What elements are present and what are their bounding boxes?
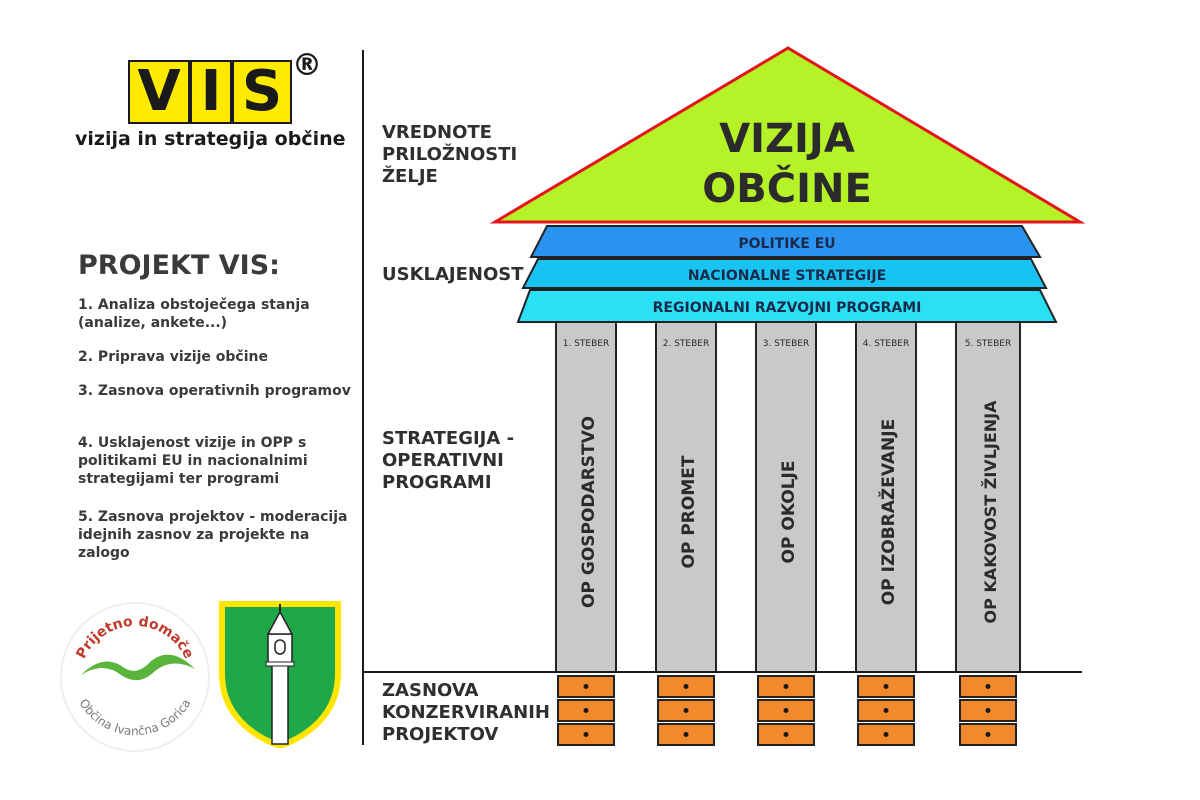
pillar-3-name: OP OKOLJE <box>779 461 799 564</box>
layer-regionalni-programi <box>516 289 1058 323</box>
hills-icon <box>81 654 195 681</box>
roof <box>489 46 1086 224</box>
drawer-knob-icon <box>683 732 689 737</box>
roof-title-line1: VIZIJA <box>719 116 855 162</box>
prijetno-domace-badge: Prijetno domače Občina Ivančna Gorica <box>60 602 210 752</box>
label-strategija: STRATEGIJA - OPERATIVNI PROGRAMI <box>382 428 515 493</box>
pillar-1-name: OP GOSPODARSTVO <box>579 416 599 608</box>
logo-subtitle: vizija in strategija občine <box>75 128 346 150</box>
drawer-knob-icon <box>583 708 589 713</box>
drawer-knob-icon <box>683 708 689 713</box>
project-drawers <box>557 675 1017 746</box>
layer-nacionalne-strategije <box>521 258 1048 289</box>
pillar-4: 4. STEBER OP IZOBRAŽEVANJE <box>855 321 917 673</box>
project-item-4: 4. Usklajenost vizije in OPP s politikam… <box>78 435 308 487</box>
label-usklajenost: USKLAJENOST <box>382 264 524 285</box>
project-title: PROJEKT VIS: <box>78 250 280 281</box>
tower-icon <box>265 604 295 745</box>
drawer-knob-icon <box>783 732 789 737</box>
drawer-knob-icon <box>583 684 589 689</box>
layer-politike-eu-label: POLITIKE EU <box>738 236 835 252</box>
pillar-5-name: OP KAKOVOST ŽIVLJENJA <box>981 400 1000 624</box>
project-item-3: 3. Zasnova operativnih programov <box>78 383 351 399</box>
drawer-knob-icon <box>883 684 889 689</box>
pillar-2-tag: 2. STEBER <box>663 339 709 349</box>
pillar-4-tag: 4. STEBER <box>863 339 909 349</box>
municipal-crest-icon <box>219 601 341 748</box>
layer-regionalni-programi-label: REGIONALNI RAZVOJNI PROGRAMI <box>653 300 922 316</box>
label-vrednote: VREDNOTE PRILOŽNOSTI ŽELJE <box>382 122 518 187</box>
pillar-2-name: OP PROMET <box>679 455 699 568</box>
drawer-knob-icon <box>985 732 991 737</box>
layer-nacionalne-strategije-label: NACIONALNE STRATEGIJE <box>688 268 886 284</box>
drawer-knob-icon <box>883 732 889 737</box>
project-item-2: 2. Priprava vizije občine <box>78 349 268 365</box>
pillar-2: 2. STEBER OP PROMET <box>655 321 717 673</box>
pillar-5-tag: 5. STEBER <box>965 339 1011 349</box>
drawer-knob-icon <box>783 684 789 689</box>
drawer-knob-icon <box>883 708 889 713</box>
divider-line <box>362 50 364 745</box>
drawer-knob-icon <box>583 732 589 737</box>
logo-letter-v: V <box>128 60 190 124</box>
drawer-knob-icon <box>985 708 991 713</box>
project-item-1: 1. Analiza obstoječega stanja (analize, … <box>78 297 310 331</box>
pillar-1-tag: 1. STEBER <box>563 339 609 349</box>
drawer-knob-icon <box>985 684 991 689</box>
logo-letter-i: I <box>190 60 232 124</box>
pillar-3-tag: 3. STEBER <box>763 339 809 349</box>
label-zasnova: ZASNOVA KONZERVIRANIH PROJEKTOV <box>382 680 550 745</box>
pillar-4-name: OP IZOBRAŽEVANJE <box>877 419 899 605</box>
pillar-1: 1. STEBER OP GOSPODARSTVO <box>555 321 617 673</box>
registered-mark: ® <box>292 48 322 83</box>
layer-politike-eu <box>529 225 1042 258</box>
logo-letter-s: S <box>232 60 292 124</box>
drawer-knob-icon <box>783 708 789 713</box>
drawer-knob-icon <box>683 684 689 689</box>
project-item-5: 5. Zasnova projektov - moderacija idejni… <box>78 509 348 561</box>
pillar-3: 3. STEBER OP OKOLJE <box>755 321 817 673</box>
roof-title-line2: OBČINE <box>702 164 872 212</box>
pillar-5: 5. STEBER OP KAKOVOST ŽIVLJENJA <box>955 321 1021 673</box>
